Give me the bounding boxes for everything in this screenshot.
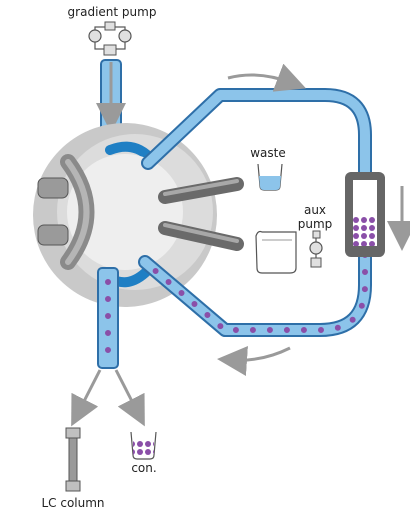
split-arrow-concentrate [114,369,145,427]
lc-column-icon [65,427,81,492]
aux-connector-rod [158,221,244,251]
trap-column-icon [345,172,385,257]
aux-pump-label-line1: aux [304,203,326,217]
waste-connector-rod [158,177,244,204]
split-arrow-column [71,369,102,427]
valve-outlet-tube [97,267,119,369]
concentrate-beaker-icon [130,431,157,460]
aux-pump-label-line2: pump [298,217,333,231]
waste-beaker-icon [257,163,283,191]
loop-tube-upper [141,88,372,182]
aux-beaker-icon [255,230,297,274]
concentrate-label: con. [131,461,156,475]
aux-pump-icon [309,230,323,268]
gradient-pump-label: gradient pump [68,5,157,19]
waste-label: waste [250,146,286,160]
six-port-valve [33,123,217,307]
gradient-pump-icon [88,21,132,56]
flow-arrow-top [227,63,307,92]
flow-arrow-bottom [217,346,291,376]
loop-tube-lower [138,248,372,337]
lc-column-label: LC column [41,496,104,510]
